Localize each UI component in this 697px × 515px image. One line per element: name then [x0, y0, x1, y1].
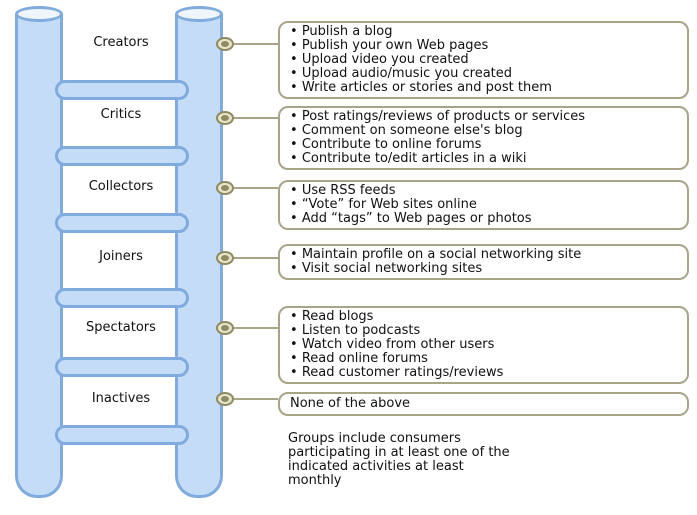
activity-item: Use RSS feeds	[290, 184, 687, 198]
ladder-rung	[55, 80, 189, 100]
activity-item: Upload audio/music you created	[290, 67, 687, 81]
activities-box-joiners: Maintain profile on a social networking …	[278, 244, 689, 280]
activity-item: Comment on someone else's blog	[290, 124, 687, 138]
ladder-rung	[55, 288, 189, 308]
activity-item: Maintain profile on a social networking …	[290, 248, 687, 262]
connector-line	[234, 398, 278, 400]
activities-box-critics: Post ratings/reviews of products or serv…	[278, 106, 689, 170]
ladder-left-rail	[15, 14, 63, 498]
activity-item: Add “tags” to Web pages or photos	[290, 212, 687, 226]
connector-dot-icon	[216, 392, 234, 406]
activity-item: Watch video from other users	[290, 338, 687, 352]
group-label-creators: Creators	[93, 35, 149, 50]
activity-item: Upload video you created	[290, 53, 687, 67]
ladder-left-rail-top	[15, 6, 63, 22]
activity-item: Contribute to/edit articles in a wiki	[290, 152, 687, 166]
ladder-rung	[55, 146, 189, 166]
activity-item: Read customer ratings/reviews	[290, 366, 687, 380]
connector-dot-icon	[216, 321, 234, 335]
activity-item: Read blogs	[290, 310, 687, 324]
group-label-joiners: Joiners	[99, 249, 143, 264]
connector-dot-icon	[216, 37, 234, 51]
group-label-critics: Critics	[100, 107, 142, 122]
activity-item: Publish your own Web pages	[290, 39, 687, 53]
connector-dot-icon	[216, 251, 234, 265]
ladder-rung	[55, 357, 189, 377]
connector-line	[234, 327, 278, 329]
activity-item: Publish a blog	[290, 25, 687, 39]
connector-line	[234, 117, 278, 119]
group-label-inactives: Inactives	[91, 391, 151, 406]
activities-box-collectors: Use RSS feeds “Vote” for Web sites onlin…	[278, 180, 689, 230]
ladder-rung	[55, 425, 189, 445]
ladder-right-rail-top	[175, 6, 223, 22]
activity-text: None of the above	[290, 396, 411, 411]
activity-item: Post ratings/reviews of products or serv…	[290, 110, 687, 124]
activity-item: Listen to podcasts	[290, 324, 687, 338]
group-label-spectators: Spectators	[86, 320, 156, 335]
activities-box-inactives: None of the above	[278, 392, 689, 416]
footnote: Groups include consumers participating i…	[288, 431, 510, 488]
connector-dot-icon	[216, 111, 234, 125]
connector-dot-icon	[216, 181, 234, 195]
connector-line	[234, 43, 278, 45]
activity-item: Read online forums	[290, 352, 687, 366]
activity-item: Visit social networking sites	[290, 262, 687, 276]
activity-item: Write articles or stories and post them	[290, 81, 687, 95]
ladder-rung	[55, 213, 189, 233]
connector-line	[234, 257, 278, 259]
activity-item: “Vote” for Web sites online	[290, 198, 687, 212]
activity-item: Contribute to online forums	[290, 138, 687, 152]
activities-box-creators: Publish a blog Publish your own Web page…	[278, 21, 689, 99]
activities-box-spectators: Read blogs Listen to podcasts Watch vide…	[278, 306, 689, 384]
connector-line	[234, 187, 278, 189]
group-label-collectors: Collectors	[88, 179, 154, 194]
